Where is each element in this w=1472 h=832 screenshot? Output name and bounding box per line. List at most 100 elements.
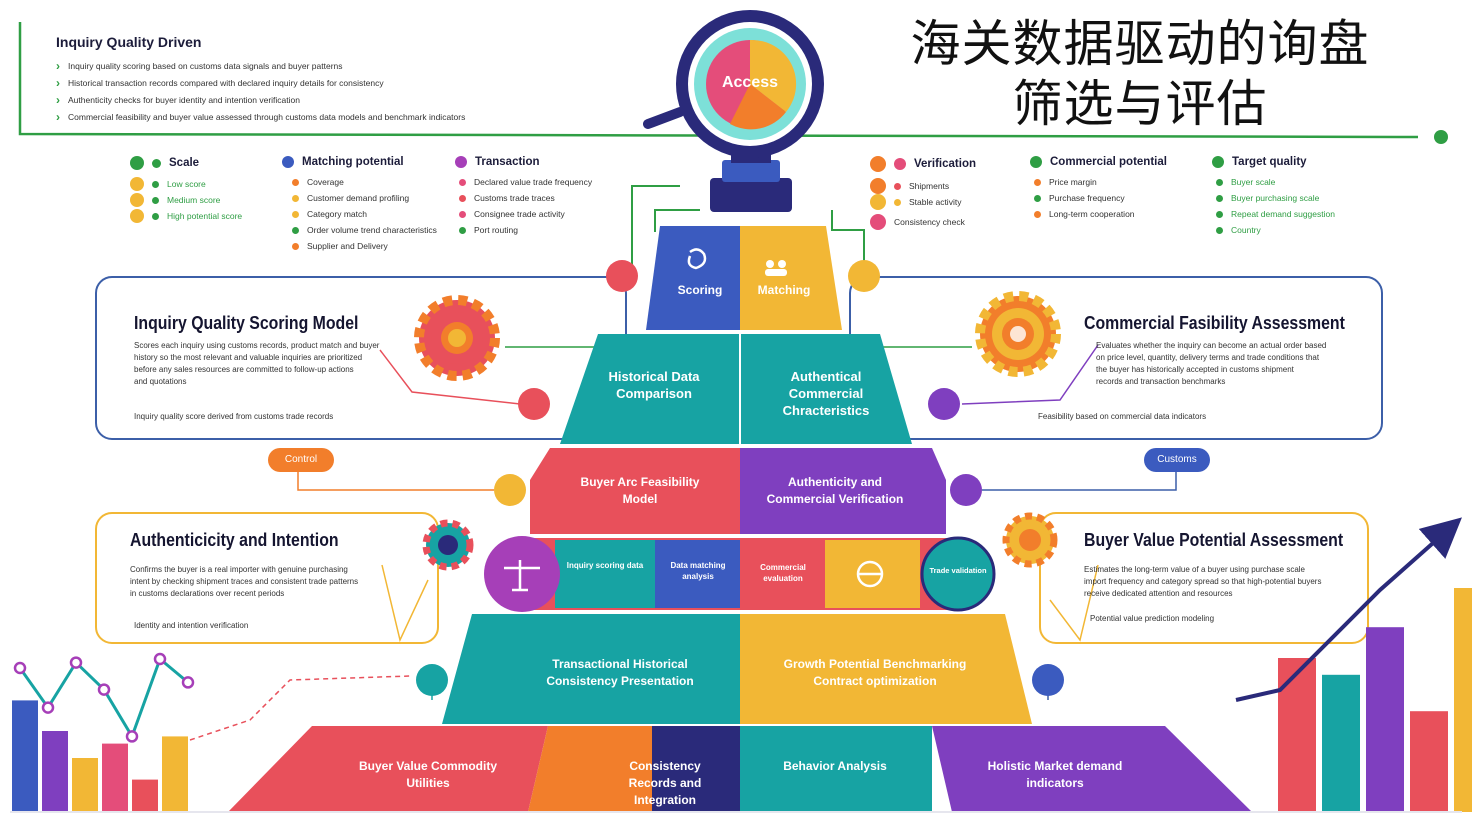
connector-lens-left [631, 185, 680, 274]
panel-line: records and transaction benchmarks [1096, 377, 1226, 386]
dashed-trend-line [189, 675, 411, 741]
panel-line: history so the most relevant and valuabl… [134, 353, 363, 362]
left-chart-point [41, 701, 55, 714]
node-tier2-left [518, 388, 550, 420]
scoring-panel-text: Scores each inquiry using customs record… [134, 340, 404, 388]
scoring-panel-title: Inquiry Quality Scoring Model [134, 313, 359, 333]
tier6-d-label: Holistic Market demand indicators [987, 759, 1123, 790]
tier2-left-label: Historical Data Comparison [608, 369, 700, 401]
panel-line: receive dedicated attention and resource… [1084, 589, 1233, 598]
tier1-left [646, 226, 740, 330]
legend-item: Purchase frequency [1049, 193, 1125, 203]
buyer-value-panel-text: Estimates the long-term value of a buyer… [1084, 564, 1349, 600]
tier5-left-label: Transactional Historical Consistency Pre… [546, 657, 694, 688]
panel-line: in customs declarations over recent peri… [130, 589, 285, 598]
legend-item: Coverage [307, 177, 344, 187]
legend-transaction: Transaction Declared value trade frequen… [455, 156, 592, 238]
left-bar-chart [12, 652, 195, 812]
legend-item: Consistency check [894, 217, 965, 227]
left-chart-bar [12, 700, 38, 812]
tier3-left-label: Buyer Arc Feasibility Model [580, 475, 700, 506]
right-bar-chart [1278, 588, 1472, 812]
header-bullet: Historical transaction records compared … [56, 75, 616, 92]
commercial-panel-foot: Feasibility based on commercial data ind… [1038, 412, 1207, 421]
left-chart-point [69, 656, 83, 669]
tier3-left [530, 448, 740, 534]
page-title: 海关数据驱动的询盘 筛选与评估 [880, 14, 1400, 134]
top-frame-end-dot [1434, 130, 1448, 144]
legend-item: Port routing [474, 225, 518, 235]
panel-line: before any sales resources are committed… [134, 365, 354, 374]
left-chart-point [97, 683, 111, 696]
tier5-right-label: Growth Potential Benchmarking Contract o… [783, 657, 967, 688]
scoring-panel-foot: Inquiry quality score derived from custo… [134, 412, 334, 421]
control-pill: Control [268, 448, 334, 472]
panel-line: Evaluates whether the inquiry can become… [1096, 341, 1327, 350]
panel-line: import frequency and category spread so … [1084, 577, 1322, 586]
left-chart-bar [162, 736, 188, 812]
left-chart-point [181, 676, 195, 689]
connector-buyer [1049, 564, 1099, 642]
tier4-cell-1: Inquiry scoring data [566, 561, 644, 570]
title-line-1: 海关数据驱动的询盘 [910, 15, 1370, 73]
connector-lens-right [831, 210, 865, 262]
legend-scale: Scale Low score Medium score High potent… [130, 156, 242, 224]
legend-dot-icon [1030, 156, 1042, 168]
tier4-left-node [484, 536, 560, 612]
commercial-panel-title: Commercial Fasibility Assessment [1084, 313, 1345, 333]
legend-item: Country [1231, 225, 1261, 235]
tier6-d [932, 726, 1252, 812]
tools-icon [504, 560, 540, 592]
legend-item: Shipments [909, 181, 950, 191]
header-bullet: Inquiry quality scoring based on customs… [56, 58, 616, 75]
left-chart-point [125, 730, 139, 743]
legend-item: Customs trade traces [474, 193, 555, 203]
tier2-right [740, 334, 912, 444]
panel-line: Estimates the long-term value of a buyer… [1084, 565, 1306, 574]
tier4-right-node [920, 536, 996, 612]
right-chart-bar [1322, 674, 1360, 812]
legend-dot-icon [870, 156, 886, 172]
left-chart-point [13, 661, 27, 675]
lens-label: Access [721, 74, 779, 91]
legend-dot-icon [282, 156, 294, 168]
legend-dot-icon [130, 177, 144, 191]
authenticity-panel-title: Authenticicity and Intention [130, 530, 339, 550]
tier6-c-label: Behavior Analysis [783, 759, 887, 773]
authenticity-panel-text: Confirms the buyer is a real importer wi… [130, 564, 395, 600]
connector-scoring [379, 349, 521, 405]
magnifier-icon [643, 10, 824, 212]
right-chart-bar [1366, 627, 1404, 812]
authenticity-panel-foot: Identity and intention verification [134, 621, 249, 630]
node-tier1-left [606, 260, 638, 292]
legend-item: Buyer scale [1231, 177, 1276, 187]
tier6-a [228, 726, 548, 812]
legend-dot-icon [455, 156, 467, 168]
tier2-left [560, 334, 740, 444]
growth-arrow [1235, 517, 1462, 702]
scoring-icon [687, 248, 707, 270]
gear-icon-authenticity [422, 519, 474, 571]
gear-icon-scoring [414, 295, 500, 381]
legend-item: Low score [167, 179, 206, 189]
panel-line: and quotations [134, 377, 187, 386]
right-chart-bar [1410, 711, 1448, 812]
tier1-left-label: Scoring [677, 283, 723, 297]
tier4-cell-2: Data matching analysis [670, 561, 726, 581]
legend-dot-icon [1212, 156, 1224, 168]
legend-item: Repeat demand suggestion [1231, 209, 1335, 219]
left-chart-point [153, 652, 167, 666]
legend-item: Stable activity [909, 197, 962, 207]
legend-title: Target quality [1232, 156, 1307, 168]
header-bullet: Commercial feasibility and buyer value a… [56, 109, 616, 126]
right-chart-bar [1278, 658, 1316, 812]
legend-title: Verification [914, 158, 976, 170]
legend-item: Supplier and Delivery [307, 241, 388, 251]
commercial-panel-text: Evaluates whether the inquiry can become… [1096, 340, 1366, 388]
people-icon [765, 260, 787, 276]
node-tier1-right [848, 260, 880, 292]
tier4-cell-4: Trade validation [929, 566, 987, 575]
legend-item: Price margin [1049, 177, 1097, 187]
left-chart-bar [132, 779, 158, 812]
connector-auth [381, 564, 429, 643]
